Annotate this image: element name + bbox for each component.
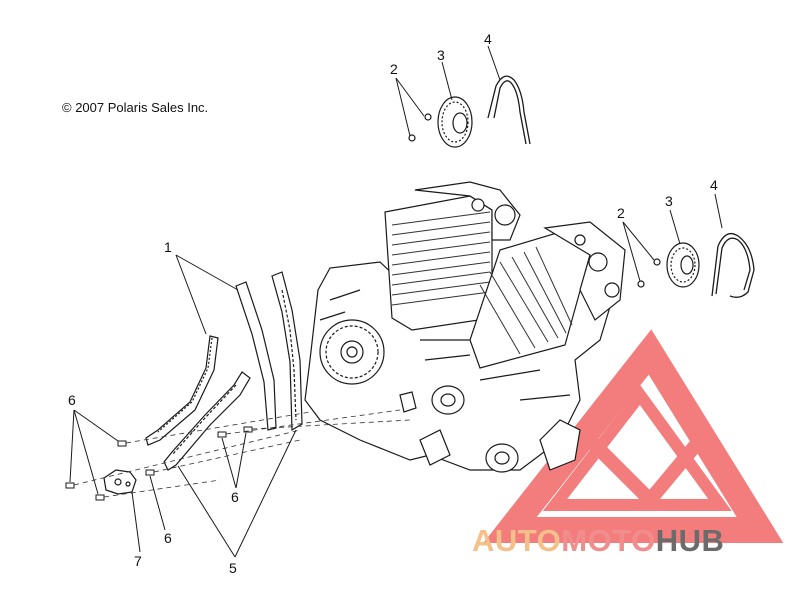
rear-cam-sprocket	[637, 242, 700, 288]
crank-sprocket	[319, 319, 385, 385]
callout-6-left: 6	[68, 392, 76, 408]
callout-4-top: 4	[484, 31, 492, 47]
callout-6-mid: 6	[231, 489, 239, 505]
callout-7: 7	[134, 553, 142, 569]
watermark-text: AUTOMOTOHUB	[472, 523, 724, 559]
copyright-notice: © 2007 Polaris Sales Inc.	[62, 100, 209, 115]
callout-1: 1	[164, 239, 172, 255]
callout-4-right: 4	[710, 177, 718, 193]
tensioner-blades	[163, 271, 303, 471]
bolts	[65, 426, 253, 501]
watermark-moto: MOTO	[561, 523, 656, 558]
front-cam-chain	[487, 75, 531, 145]
callouts: 1 2 3 4 2 3 4 6 6 6 5 7	[68, 31, 718, 576]
callout-6-bottom: 6	[164, 530, 172, 546]
watermark-hub: HUB	[655, 523, 725, 558]
callout-2-right: 2	[617, 205, 625, 221]
callout-3-top: 3	[437, 47, 445, 63]
rear-cam-chain	[711, 232, 755, 298]
callout-3-right: 3	[665, 193, 673, 209]
leader-lines	[69, 45, 723, 558]
callout-2-top: 2	[390, 61, 398, 77]
callout-5: 5	[229, 560, 237, 576]
engine-assembly	[304, 181, 626, 473]
watermark-auto: AUTO	[472, 523, 562, 558]
chain-guides	[145, 281, 277, 446]
rear-cylinder	[469, 221, 626, 369]
watermark-logo	[483, 329, 784, 543]
front-cylinder	[384, 181, 521, 331]
front-cam-sprocket	[408, 96, 473, 148]
